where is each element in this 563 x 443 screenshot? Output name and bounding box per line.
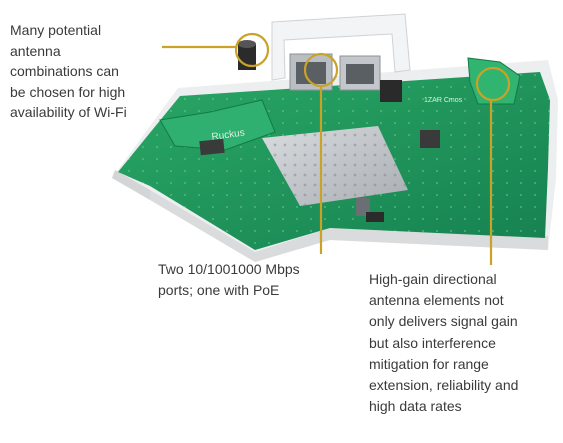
antenna-board-left: [159, 99, 276, 151]
callout-antenna-combinations: Many potential antenna combinations can …: [10, 22, 127, 120]
power-jack: [380, 80, 402, 102]
callout-ethernet-ports: Two 10/1001000 Mbps ports; one with PoE: [158, 261, 300, 298]
ethernet-ports: [289, 53, 381, 91]
callout-line-directional-antenna: [475, 66, 511, 265]
silkscreen-label: 1ZAR Cmos: [424, 97, 463, 104]
callout-line-ethernet-ports: [303, 52, 339, 254]
callout-directional-antenna: High-gain directional antenna elements n…: [369, 271, 519, 415]
brand-mark: Ruckus: [211, 127, 246, 143]
mounting-bracket: [271, 13, 411, 81]
enclosure-rim: [150, 190, 548, 262]
callout-line-antenna-combinations: [162, 32, 270, 68]
